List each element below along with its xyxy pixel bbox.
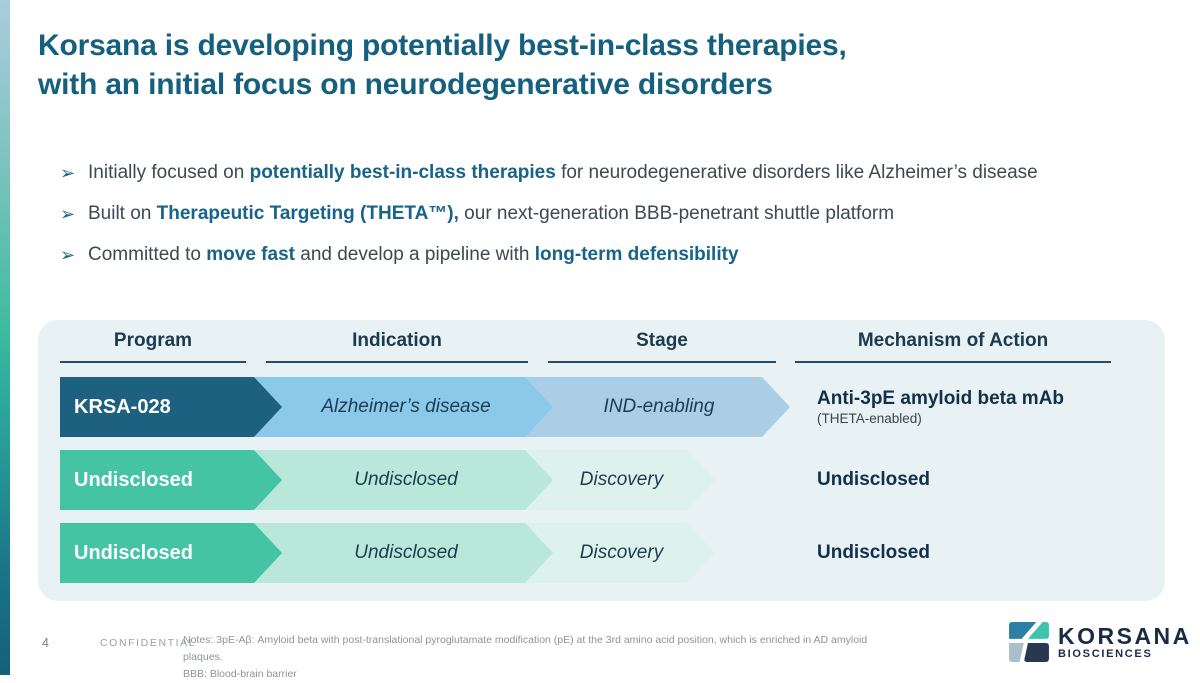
bullet-text: Built on Therapeutic Targeting (THETA™),… bbox=[88, 203, 895, 224]
moa-text: Undisclosed bbox=[817, 542, 930, 563]
logo-company-subtitle: BIOSCIENCES bbox=[1058, 647, 1153, 660]
slide-title-line1: Korsana is developing potentially best-i… bbox=[38, 29, 847, 62]
korsana-logo-icon bbox=[1009, 622, 1049, 662]
pipeline-panel: Program Indication Stage Mechanism of Actio… bbox=[38, 320, 1165, 601]
moa-cell: Anti-3pE amyloid beta mAb(THETA-enabled) bbox=[817, 377, 1147, 437]
footnotes: Notes: 3pE-Aβ: Amyloid beta with post-tr… bbox=[183, 632, 903, 683]
bullet-arrow-icon: ➢ bbox=[60, 245, 76, 265]
left-accent-bar bbox=[0, 0, 10, 675]
bullet-text: Committed to move fast and develop a pip… bbox=[88, 244, 739, 265]
moa-cell: Undisclosed bbox=[817, 450, 1147, 510]
bullet-text: Initially focused on potentially best-in… bbox=[88, 162, 1038, 183]
bullet-arrow-icon: ➢ bbox=[60, 204, 76, 224]
bullet-arrow-icon: ➢ bbox=[60, 163, 76, 183]
bullet-item: ➢ Initially focused on potentially best-i… bbox=[60, 160, 1180, 186]
korsana-logo-text: KORSANA BIOSCIENCES bbox=[1058, 624, 1192, 661]
program-chevron: Undisclosed bbox=[60, 523, 282, 583]
column-header-mechanism-of-action: Mechanism of Action bbox=[795, 330, 1111, 363]
stage-chevron: Discovery bbox=[524, 523, 715, 583]
moa-cell: Undisclosed bbox=[817, 523, 1147, 583]
program-chevron: KRSA-028 bbox=[60, 377, 282, 437]
program-chevron: Undisclosed bbox=[60, 450, 282, 510]
indication-chevron: Undisclosed bbox=[255, 450, 553, 510]
column-header-indication: Indication bbox=[266, 330, 528, 363]
korsana-logo: KORSANA BIOSCIENCES bbox=[1008, 621, 1192, 663]
indication-chevron: Alzheimer’s disease bbox=[255, 377, 553, 437]
column-header-program: Program bbox=[60, 330, 246, 363]
indication-chevron: Undisclosed bbox=[255, 523, 553, 583]
moa-subtext: (THETA-enabled) bbox=[817, 410, 922, 426]
stage-chevron: IND-enabling bbox=[524, 377, 790, 437]
column-header-stage: Stage bbox=[548, 330, 776, 363]
bullet-item: ➢ Built on Therapeutic Targeting (THETA™)… bbox=[60, 201, 1180, 227]
slide-title: Korsana is developing potentially best-i… bbox=[38, 26, 1138, 104]
footnote-line1: Notes: 3pE-Aβ: Amyloid beta with post-tr… bbox=[183, 634, 868, 663]
bullet-item: ➢ Committed to move fast and develop a pi… bbox=[60, 242, 1180, 268]
confidential-label: CONFIDENTIAL bbox=[100, 637, 197, 649]
stage-chevron: Discovery bbox=[524, 450, 715, 510]
bullet-list: ➢ Initially focused on potentially best-i… bbox=[60, 160, 1180, 283]
moa-text: Anti-3pE amyloid beta mAb bbox=[817, 387, 1065, 409]
slide-title-line2: with an initial focus on neurodegenerati… bbox=[38, 68, 773, 101]
page-number: 4 bbox=[42, 636, 49, 650]
moa-text: Undisclosed bbox=[817, 469, 930, 490]
logo-company-name: KORSANA bbox=[1058, 622, 1192, 649]
